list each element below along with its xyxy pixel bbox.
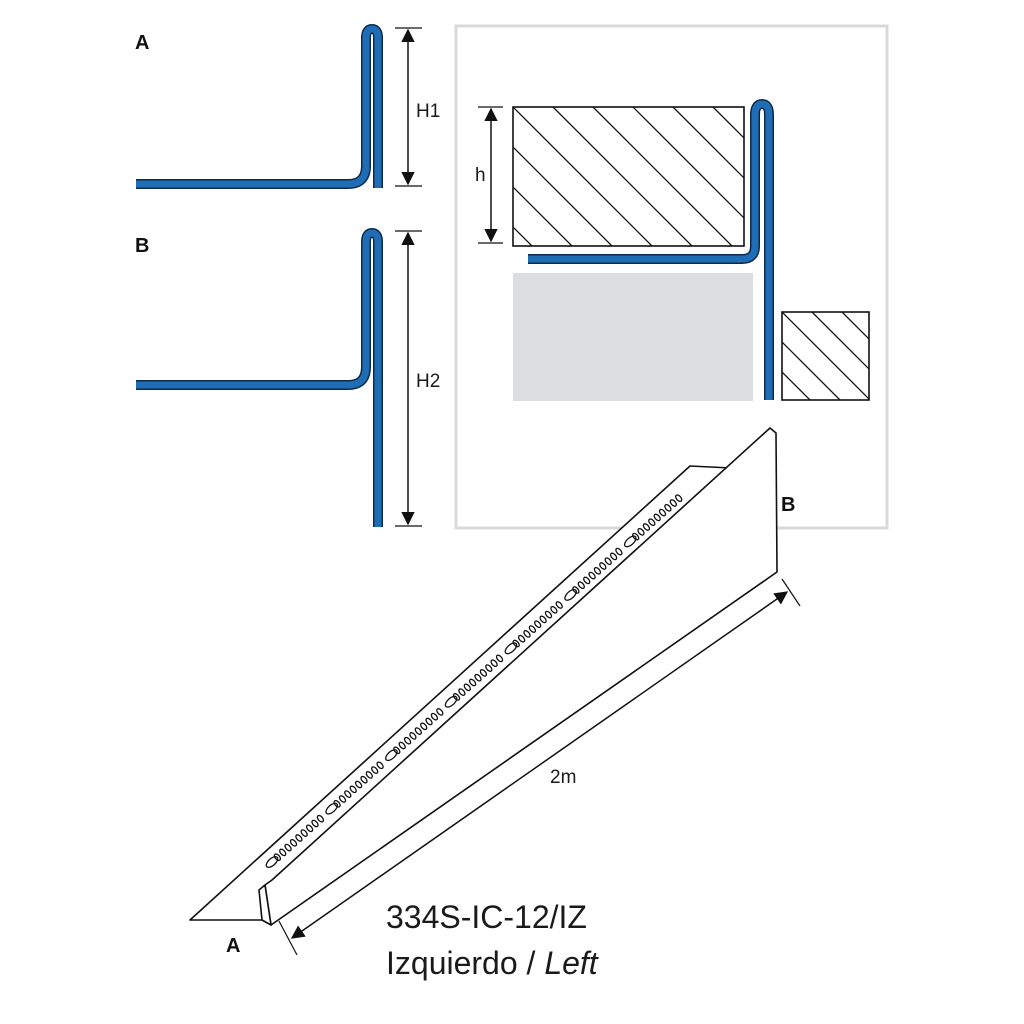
flange-small-slot [604, 557, 612, 566]
flange-small-slot [637, 527, 645, 536]
flange-small-slot [599, 562, 607, 570]
flange-small-slot [279, 848, 287, 857]
flange-small-slot [642, 523, 651, 531]
profile-a-label: A [135, 32, 149, 54]
flange-small-slot [675, 494, 683, 503]
dimension-h2 [395, 230, 422, 527]
profile-b-section [136, 228, 383, 527]
flange-oval-slot [265, 855, 279, 869]
flange-small-slot [632, 532, 640, 541]
flange-small-slot [284, 843, 292, 852]
product-side-separator: / [518, 945, 545, 981]
substrate-block [513, 273, 753, 401]
flange-small-slot [588, 571, 596, 580]
dimension-h [478, 106, 503, 244]
dimension-h1 [395, 27, 422, 187]
profile-b-label: B [135, 235, 149, 257]
flange-small-slot [653, 513, 661, 522]
flange-small-slot [593, 566, 602, 575]
flange-small-slot [609, 552, 618, 561]
flange-small-slot [669, 499, 677, 507]
flange-small-slot [583, 576, 591, 585]
dimension-h-label: h [475, 165, 486, 186]
dimension-length-label: 2m [550, 767, 576, 788]
flange-small-slot [664, 503, 672, 512]
dimension-h2-label: H2 [416, 371, 440, 392]
flange-oval-slot [623, 535, 637, 548]
product-side: Izquierdo / Left [386, 945, 599, 981]
isometric-b-label: B [781, 494, 795, 516]
profile-installed [528, 99, 774, 400]
product-side-en: Left [544, 945, 598, 981]
product-side-es: Izquierdo [386, 945, 518, 981]
profile-a-section [136, 24, 383, 189]
isometric-a-label: A [226, 935, 240, 957]
flange-small-slot [577, 581, 585, 590]
tile-hatched [512, 106, 745, 247]
dimension-length [278, 578, 801, 956]
flange-small-slot [273, 853, 282, 862]
flange-small-slot [615, 547, 623, 556]
flange-small-slot [648, 518, 656, 527]
product-code: 334S-IC-12/IZ [386, 899, 587, 935]
flange-small-slot [658, 508, 667, 517]
dimension-h1-label: H1 [416, 101, 440, 122]
small-tile-hatched [781, 311, 870, 401]
